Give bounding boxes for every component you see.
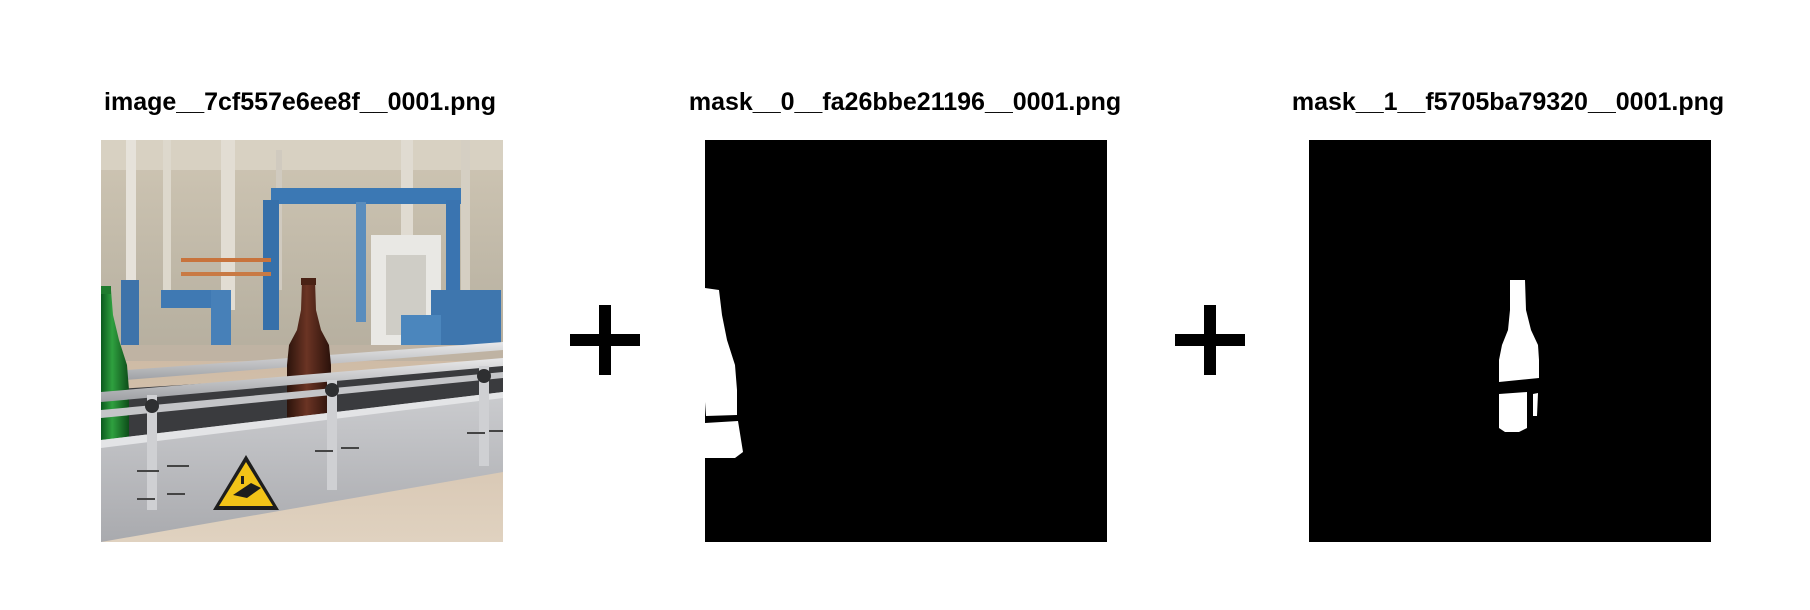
mask-0-image [705, 140, 1107, 542]
plus-icon [570, 305, 640, 375]
mask-0-panel-title: mask__0__fa26bbe21196__0001.png [688, 88, 1122, 116]
factory-conveyor-image [101, 140, 503, 542]
mask-0-panel [705, 140, 1107, 542]
image-panel-title: image__7cf557e6ee8f__0001.png [104, 88, 496, 116]
source-image-panel [101, 140, 503, 542]
plus-icon [1175, 305, 1245, 375]
mask-1-panel-title: mask__1__f5705ba79320__0001.png [1291, 88, 1725, 116]
mask-1-image [1309, 140, 1711, 542]
mask-1-panel [1309, 140, 1711, 542]
